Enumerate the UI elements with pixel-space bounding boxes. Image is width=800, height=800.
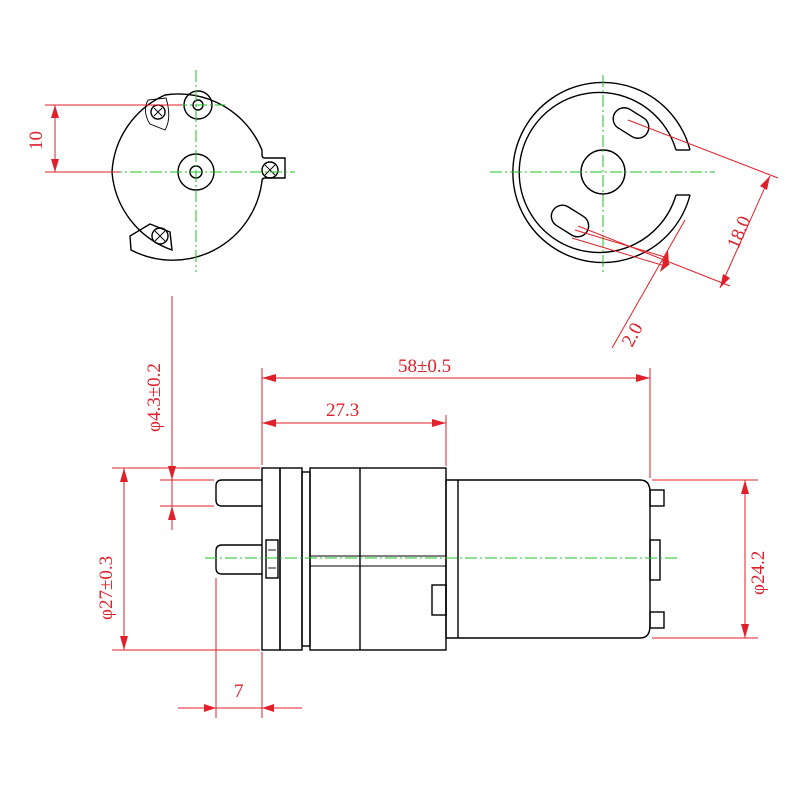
side-view-outlet-nozzle <box>215 479 262 507</box>
dim-head-length-label: 27.3 <box>326 400 359 421</box>
side-view-terminal-bottom <box>649 611 665 629</box>
front-view-screw-bottom-slot <box>154 230 166 242</box>
side-view-inlet-nozzle <box>215 544 262 575</box>
dim-motor-diameter: φ24.2 <box>652 479 769 639</box>
side-view-motor-can <box>445 479 651 639</box>
front-view-screw-top-slot <box>153 107 163 117</box>
side-view-head-plate-2 <box>279 467 303 651</box>
dim-nozzle-diameter-label: φ4.3±0.2 <box>144 363 165 432</box>
dim-total-length: 58±0.5 <box>261 356 651 478</box>
front-view-housing <box>111 93 286 261</box>
front-view-top-tab <box>145 97 170 131</box>
front-view <box>90 70 295 272</box>
dim-body-diameter-label: φ27±0.3 <box>96 556 117 620</box>
dim-rear-width-label: 2.0 <box>618 320 648 351</box>
dim-head-length: 27.3 <box>262 400 447 466</box>
dim-nozzle-length: 7 <box>178 578 302 718</box>
dim-rear-width: 2.0 <box>571 219 686 351</box>
side-view-fitting <box>265 539 279 579</box>
dim-body-diameter: φ27±0.3 <box>96 467 260 651</box>
side-view-motor-tab <box>431 584 447 616</box>
side-view-head-plate-1 <box>261 467 281 651</box>
dim-nozzle-diameter: φ4.3±0.2 <box>144 296 214 530</box>
front-view-screw-right <box>261 161 279 179</box>
front-view-screw-bottom <box>151 227 169 245</box>
dim-nozzle-length-label: 7 <box>234 681 244 702</box>
dim-front-offset-label: 10 <box>26 131 47 150</box>
side-view-terminal-top <box>649 489 665 507</box>
side-view-head-plate-3 <box>301 471 311 647</box>
side-view-rear-boss <box>649 539 661 581</box>
rear-view-terminal-top <box>612 107 650 139</box>
dim-motor-diameter-label: φ24.2 <box>748 551 769 595</box>
rear-view <box>490 75 715 275</box>
side-view <box>205 467 680 651</box>
rear-view-terminal-bottom <box>550 204 590 238</box>
side-view-head-body <box>309 467 447 651</box>
dim-front-offset: 10 <box>26 104 182 173</box>
front-view-screw-right-slot <box>264 164 276 176</box>
dim-total-length-label: 58±0.5 <box>398 356 451 377</box>
